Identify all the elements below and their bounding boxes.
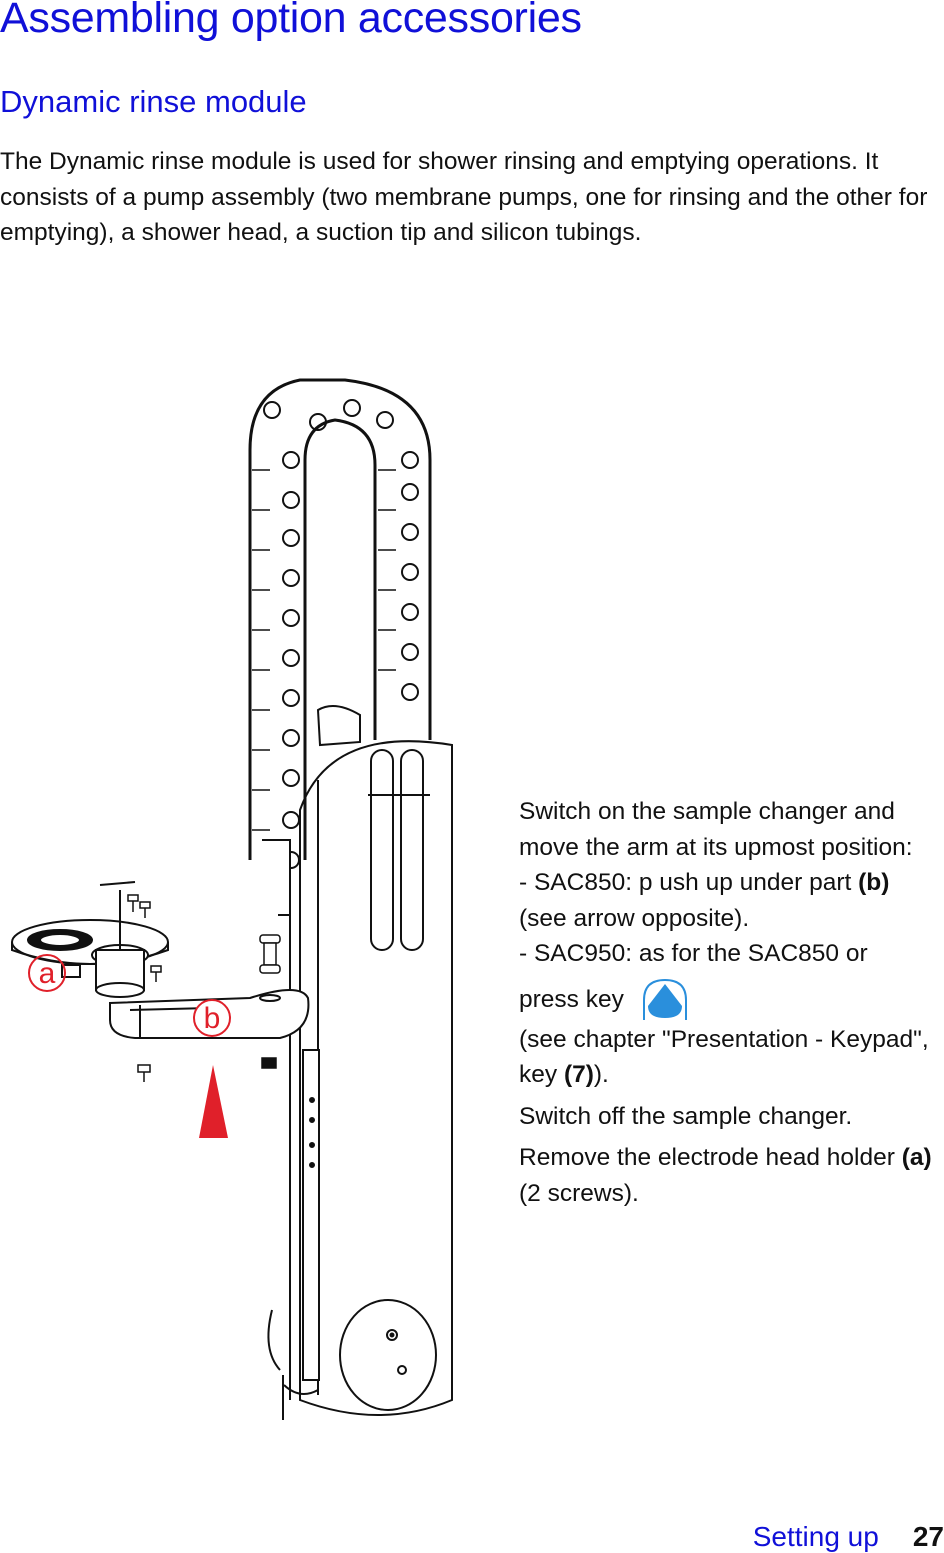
sample-changer-illustration: a b (11, 378, 453, 1420)
footer-section: Setting up (752, 1521, 879, 1552)
sac850-text: - SAC850: p ush up under part (519, 869, 852, 896)
remove-holder-text: Remove the electrode head holder (519, 1144, 902, 1171)
step-sac950: - SAC950: as for the SAC850 or (519, 940, 868, 967)
electrode-head-holder (11, 881, 169, 998)
intro-paragraph: The Dynamic rinse module is used for sho… (0, 148, 928, 246)
callout-a-label: a (39, 957, 56, 990)
page-title: Assembling option accessories (0, 0, 582, 42)
step-sac850: - SAC850: p ush up under part (b) (see a… (519, 865, 939, 936)
step-switch-off: Switch off the sample changer. (519, 1102, 853, 1130)
see-chapter-note: (see chapter "Presentation - Keypad", ke… (519, 1022, 939, 1093)
step-remove-holder: Remove the electrode head holder (a) (2 … (519, 1140, 939, 1211)
step-switch-on: Switch on the sample changer and move th… (519, 798, 913, 861)
callout-b: b (193, 999, 231, 1037)
remove-holder-suffix: (2 screws). (519, 1179, 639, 1207)
tower-column (267, 705, 453, 1420)
key-ref: (7) (563, 1061, 594, 1088)
sac850-part-ref: (b) (858, 869, 890, 896)
screws (127, 894, 281, 1082)
sac850-suffix: (see arrow opposite). (519, 904, 750, 932)
callout-b-label: b (204, 1002, 221, 1035)
press-key-line: press key (519, 978, 939, 1022)
holder-part-ref: (a) (901, 1144, 932, 1171)
see-chapter-text: (see chapter "Presentation - Keypad", ke… (519, 1025, 929, 1089)
instructions: Switch on the sample changer and move th… (519, 794, 939, 1211)
section-heading: Dynamic rinse module (0, 84, 307, 119)
page-number: 27 (912, 1521, 944, 1552)
push-up-arrow (199, 1065, 228, 1138)
page-footer: Setting up 27 (753, 1521, 944, 1553)
cable-chain (248, 378, 432, 869)
press-key-text: press key (519, 985, 624, 1013)
callout-a: a (28, 954, 66, 992)
see-chapter-end: ). (593, 1061, 609, 1088)
up-arrow-key-icon (642, 978, 687, 1020)
